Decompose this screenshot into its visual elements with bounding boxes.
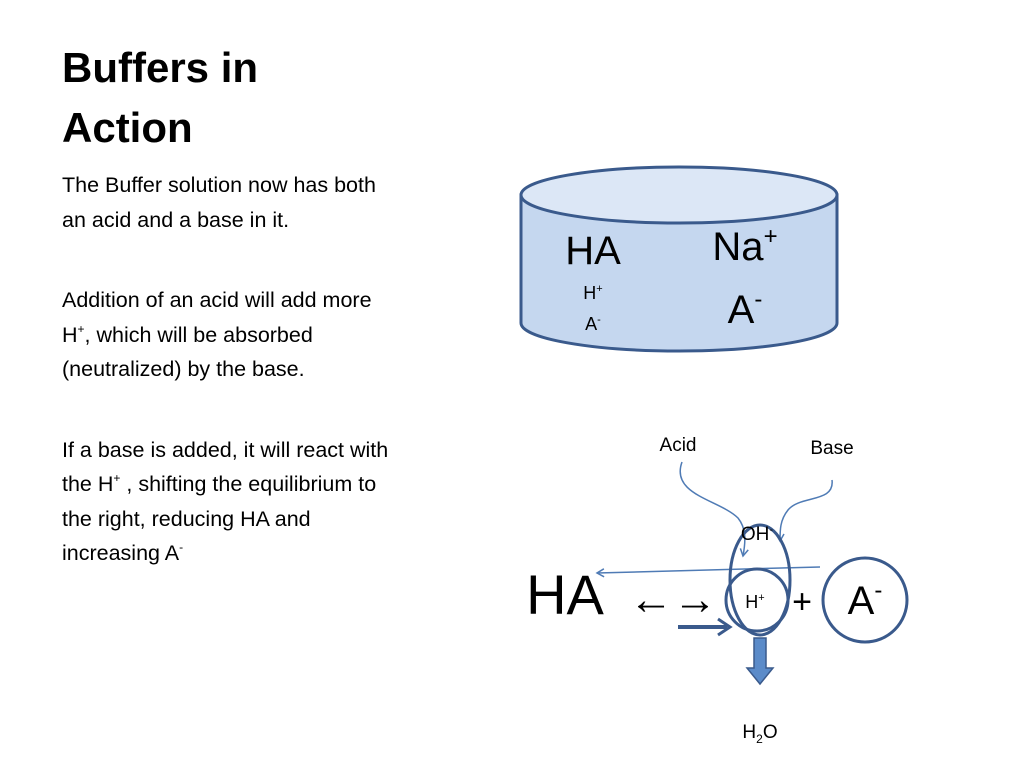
equation-h-ion: H+ <box>745 592 764 612</box>
shift-right-arrowhead <box>717 617 733 637</box>
oh-ellipse <box>728 523 792 637</box>
title-line-2: Action <box>62 104 193 151</box>
paragraph-1-text: The Buffer solution now has both an acid… <box>62 173 376 232</box>
paragraph-2-sup: + <box>77 321 85 336</box>
beaker-a-big: A- <box>728 286 763 332</box>
beaker-top <box>519 165 839 225</box>
beaker-body <box>519 193 839 353</box>
acid-label: Acid <box>660 435 697 456</box>
paragraph-2-text-b: , which will be absorbed (neutralized) b… <box>62 322 313 382</box>
down-arrow <box>745 637 775 686</box>
base-curve-arrow <box>775 479 833 543</box>
a-ion-circle <box>821 556 909 644</box>
paragraph-3-text-b: , shifting the equilibrium to the right,… <box>62 472 377 565</box>
beaker-na-ion: Na+ <box>712 223 777 269</box>
paragraph-2-text-a: Addition of an acid will add more H <box>62 288 372 347</box>
base-label: Base <box>810 438 853 459</box>
paragraph-3: If a base is added, it will react with t… <box>62 433 392 571</box>
paragraph-2: Addition of an acid will add more H+, wh… <box>62 283 392 387</box>
equilibrium-arrow: ←→ <box>629 575 717 624</box>
beaker-a-ion: A- <box>585 314 601 334</box>
shift-left-arrow <box>595 566 821 578</box>
slide-title: Buffers in Action <box>62 38 362 158</box>
beaker: HA H+ A- Na+ A- <box>519 165 839 353</box>
h-ion-circle <box>724 567 790 633</box>
body-text: The Buffer solution now has both an acid… <box>62 168 392 617</box>
equation-a-ion: A- <box>848 577 883 623</box>
beaker-h-ion: H+ <box>583 283 602 303</box>
water-label: H2O <box>742 722 777 746</box>
equation-ha: HA <box>526 563 604 626</box>
hydroxide: OH- <box>741 524 774 545</box>
acid-curve-arrow <box>679 461 749 558</box>
paragraph-3-sup: + <box>113 471 121 485</box>
paragraph-3-text-a: If a base is added, it will react with t… <box>62 437 389 497</box>
beaker-ha: HA <box>565 229 621 273</box>
paragraph-1: The Buffer solution now has both an acid… <box>62 168 392 237</box>
paragraph-3-sup-2: - <box>179 540 184 554</box>
plus-sign: + <box>792 583 812 621</box>
title-line-1: Buffers in <box>62 44 259 91</box>
